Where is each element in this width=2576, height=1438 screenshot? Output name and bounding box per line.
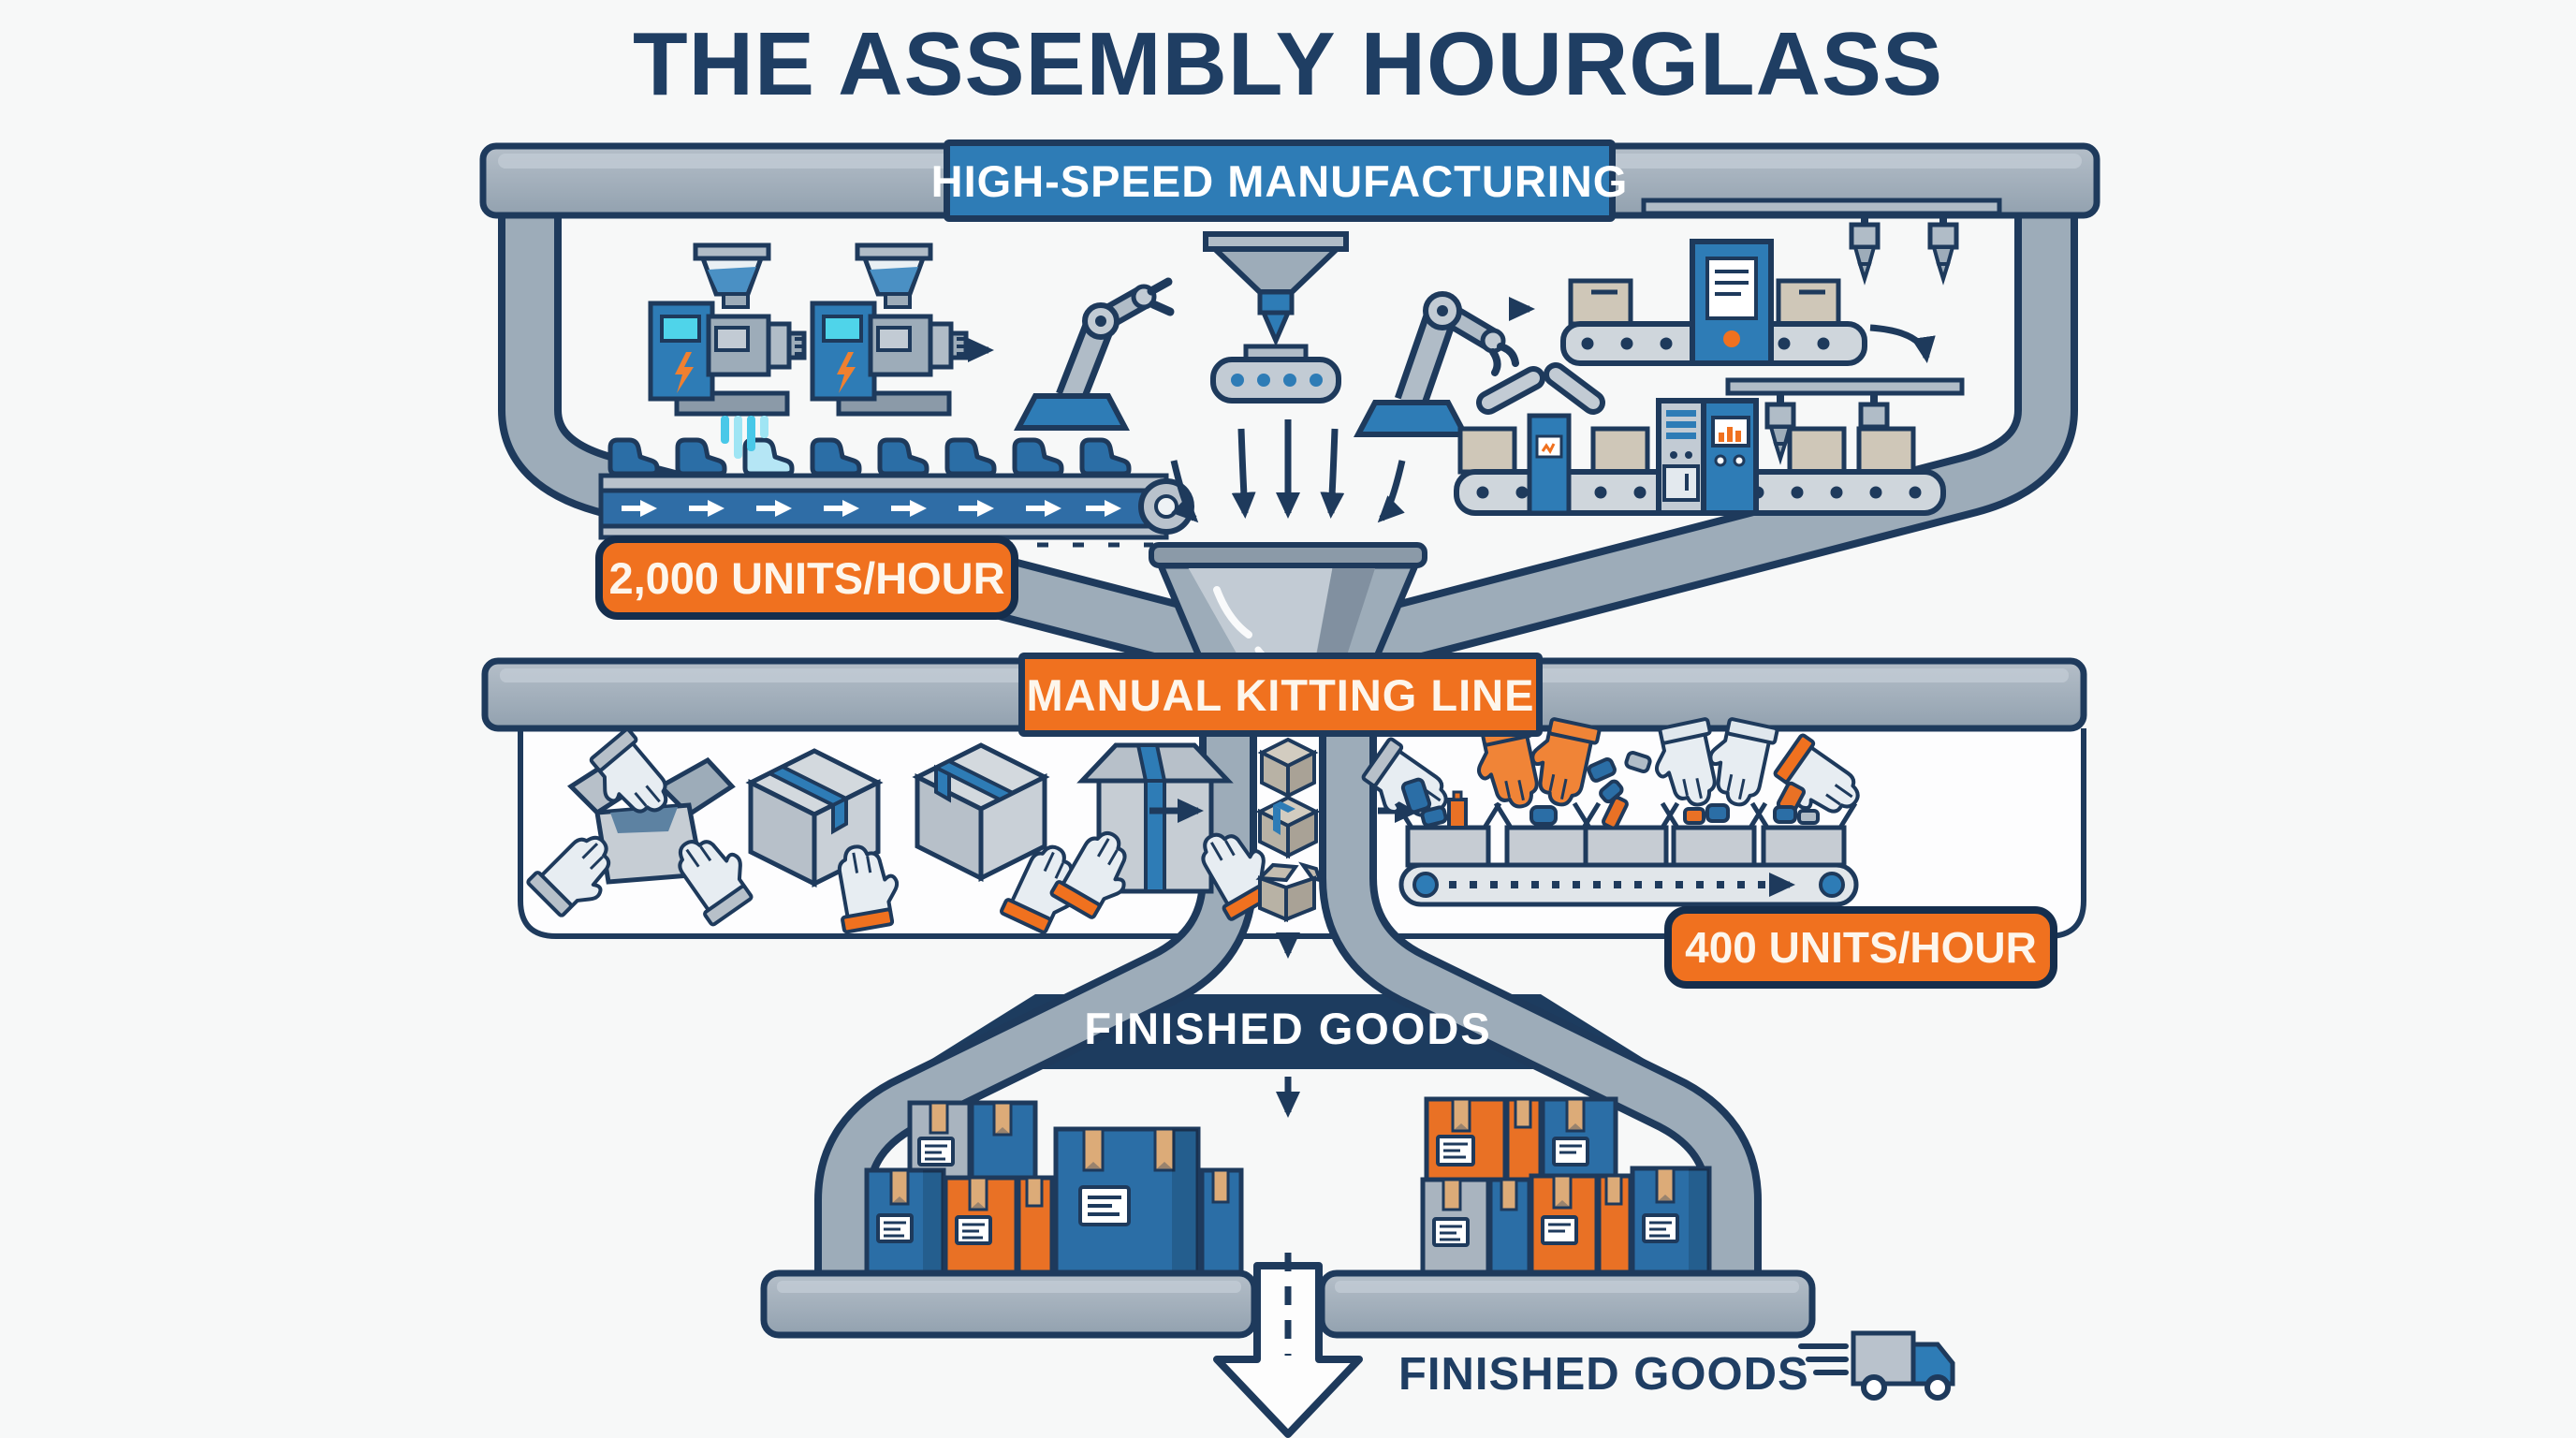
output-arrow-icon [1213, 1253, 1363, 1438]
taped-box-hand-icon [912, 742, 1092, 934]
kitting-conveyor-strip-icon [1398, 862, 1859, 907]
finished-goods-banner-label: FINISHED GOODS [1084, 1003, 1492, 1053]
hourglass-frame [498, 212, 2078, 677]
injection-molder-icon [810, 242, 969, 417]
molded-parts-row [610, 440, 1129, 474]
taped-box-hand-icon [745, 748, 903, 934]
falling-box-icon [1255, 737, 1324, 959]
drip-icon [721, 416, 768, 459]
page-title: THE ASSEMBLY HOURGLASS [633, 14, 1943, 114]
kitting-rate-badge: 400 UNITS/HOUR [1664, 906, 2057, 989]
packing-line-icon [1454, 362, 1965, 516]
unboxing-hands-icon [526, 727, 756, 927]
robot-arm-icon [1014, 277, 1175, 431]
molding-conveyor-belt-icon [598, 473, 1194, 548]
manufacturing-rate-badge: 2,000 UNITS/HOUR [595, 536, 1018, 620]
funnel-dispenser-icon [1203, 231, 1349, 404]
manual-kitting-line-banner: MANUAL KITTING LINE [1018, 653, 1543, 737]
injection-molder-icon [648, 242, 807, 459]
delivery-truck-icon [1798, 1330, 1955, 1401]
kitting-line-right [1361, 717, 1868, 907]
high-speed-manufacturing-banner: HIGH-SPEED MANUFACTURING [931, 139, 1627, 222]
robot-arm-icon [1354, 291, 1519, 437]
bottom-frame-bar [760, 1269, 1816, 1339]
assembly-conveyor-icon [1560, 198, 2002, 366]
converging-arrows-icon [1170, 419, 1406, 523]
finished-goods-stack [864, 1096, 1712, 1278]
output-label: FINISHED GOODS [1398, 1349, 1809, 1400]
